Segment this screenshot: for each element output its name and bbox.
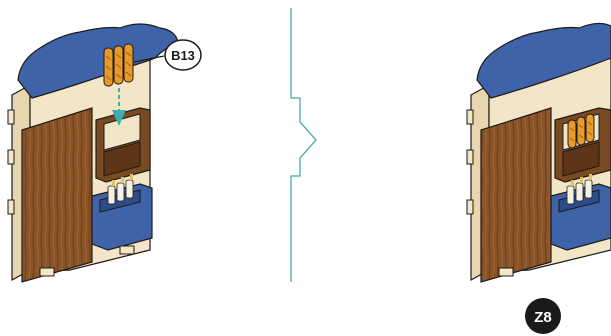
bottles [107,174,134,205]
part-callout-label: B13 [171,48,195,63]
arrow-down-icon [112,88,126,126]
callout-leader [133,55,165,63]
process-arrow-divider [290,8,317,282]
step-number-badge: Z8 [525,298,561,334]
part-callout-badge: B13 [164,39,202,71]
bread-loaves-part [103,43,134,87]
roof-blue [17,23,179,99]
bottles-after [566,174,593,205]
door-panel [21,107,93,283]
step-number-label: Z8 [534,309,552,326]
bread-loaves-installed [567,113,595,149]
assembly-before: B13 [7,23,202,283]
door-panel-after [480,107,552,283]
roof-blue-after [476,22,611,99]
assembly-after [466,22,611,283]
